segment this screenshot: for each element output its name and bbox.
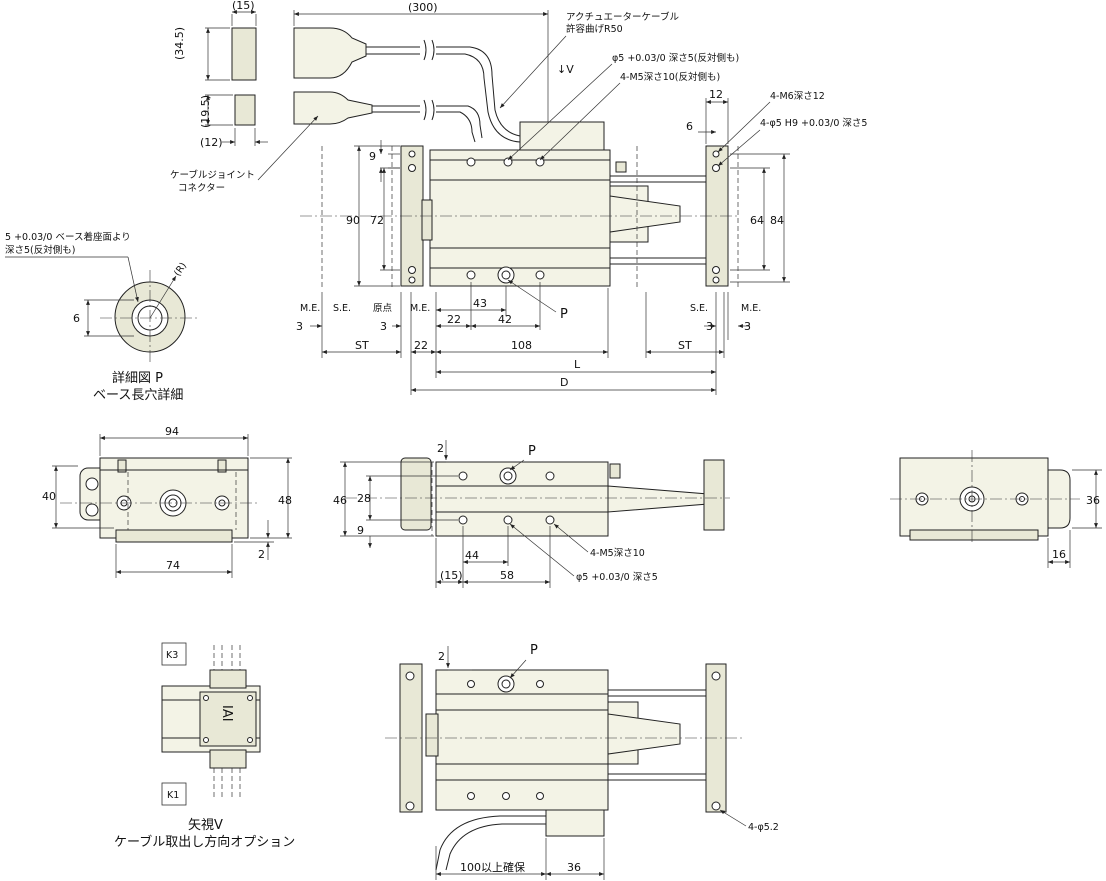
dim-58: 58	[500, 569, 514, 582]
note-cable-clear: 100以上確保	[460, 860, 525, 874]
dim-34-5: (34.5)	[173, 27, 186, 60]
dim-19-5: (19.5)	[199, 95, 212, 128]
side-view: 94 40 48 2 74	[42, 425, 292, 578]
dim-3-a: 3	[296, 320, 303, 333]
view-title-2: ケーブル取出し方向オプション	[114, 834, 295, 850]
detail-note-2: 深さ5(反対側も)	[5, 244, 75, 256]
dim-40: 40	[42, 490, 56, 503]
me-label-mid: M.E.	[410, 303, 430, 314]
dim-90: 90	[346, 214, 360, 227]
dim-15: (15)	[440, 569, 463, 582]
view-title-1: 矢視V	[188, 818, 223, 833]
k1-label: K1	[167, 790, 179, 801]
dim-st-left: ST	[355, 339, 369, 352]
dim-3-d: 3	[744, 320, 751, 333]
note-mount-holes: 4-φ5.2	[748, 822, 779, 833]
se-label-right: S.E.	[690, 303, 708, 314]
top-view: ↓V 9 90 72 64 84 12 6 アクチュエーターケーブル 許容曲げR…	[170, 11, 867, 395]
dim-42: 42	[498, 313, 512, 326]
dim-9-front: 9	[357, 524, 364, 537]
front-view: P 2 46 28 9 44 (15) 58 4-M5深さ10 φ5 +0.03…	[333, 440, 730, 588]
dim-43: 43	[473, 297, 487, 310]
note-tapped-top: 4-M5深さ10(反対側も)	[620, 71, 720, 83]
cable-assembly: (300)	[293, 1, 549, 148]
detail-note-1: 5 +0.03/0 ベース着座面より	[5, 231, 131, 243]
note-bend-radius: 許容曲げR50	[566, 23, 623, 35]
dim-12-end: 12	[709, 88, 723, 101]
dim-36-end: 36	[1086, 494, 1100, 507]
k3-label: K3	[166, 650, 178, 661]
dim-74: 74	[166, 559, 180, 572]
dim-2-front: 2	[437, 442, 444, 455]
view-v: K3 K1 IAI 矢視V ケーブル取出し方向オプション	[114, 642, 295, 850]
iai-logo: IAI	[219, 705, 234, 722]
dim-108: 108	[511, 339, 532, 352]
dim-22-bottom: 22	[414, 339, 428, 352]
note-pin-end: 4-φ5 H9 +0.03/0 深さ5	[760, 118, 867, 129]
dim-15: (15)	[232, 0, 255, 12]
origin-label: 原点	[373, 303, 393, 314]
dim-2-bottom: 2	[438, 650, 445, 663]
dim-16: 16	[1052, 548, 1066, 561]
dim-9-top: 9	[369, 150, 376, 163]
dim-46: 46	[333, 494, 347, 507]
dim-44: 44	[465, 549, 479, 562]
bottom-view: P 2 4-φ5.2 100以上確保 36	[385, 643, 779, 880]
dim-94: 94	[165, 425, 179, 438]
dim-22-top: 22	[447, 313, 461, 326]
dim-l: L	[574, 358, 581, 371]
dim-72: 72	[370, 214, 384, 227]
me-label-left: M.E.	[300, 303, 320, 314]
dim-48: 48	[278, 494, 292, 507]
dim-84: 84	[770, 214, 784, 227]
connector-detail: (15) (34.5) (19.5) (12)	[173, 0, 268, 149]
note-tapped-end: 4-M6深さ12	[770, 91, 825, 102]
dim-28: 28	[357, 492, 371, 505]
dim-64: 64	[750, 214, 764, 227]
v-arrow-label: ↓V	[557, 63, 574, 76]
dim-3-c: 3	[706, 320, 713, 333]
p-label-top: P	[560, 307, 568, 322]
end-view: 36 16	[890, 450, 1102, 568]
dim-12-paren: (12)	[200, 136, 223, 149]
note-cable-joint-2: コネクター	[178, 183, 225, 194]
dim-6-end: 6	[686, 120, 693, 133]
dim-6-detail: 6	[73, 312, 80, 325]
p-label-bottom: P	[530, 643, 538, 658]
p-label-front: P	[528, 444, 536, 459]
dim-300: (300)	[408, 1, 438, 14]
note-pin-hole: φ5 +0.03/0 深さ5(反対側も)	[612, 52, 739, 64]
note-tapped-side: 4-M5深さ10	[590, 548, 645, 559]
dim-2-side: 2	[258, 548, 265, 561]
detail-title-2: ベース長穴詳細	[93, 387, 183, 403]
me-label-right: M.E.	[741, 303, 761, 314]
note-pin-side: φ5 +0.03/0 深さ5	[576, 572, 658, 583]
dim-36-bottom: 36	[567, 861, 581, 874]
se-label-left: S.E.	[333, 303, 351, 314]
dim-st-right: ST	[678, 339, 692, 352]
detail-p: (R) 6 5 +0.03/0 ベース着座面より 深さ5(反対側も) 詳細図 P…	[5, 231, 200, 403]
detail-title-1: 詳細図 P	[112, 370, 163, 386]
note-actuator-cable: アクチュエーターケーブル	[566, 11, 679, 23]
note-cable-joint-1: ケーブルジョイント	[170, 169, 255, 181]
dim-d: D	[560, 376, 568, 389]
r-label: (R)	[172, 261, 189, 279]
dim-3-b: 3	[380, 320, 387, 333]
